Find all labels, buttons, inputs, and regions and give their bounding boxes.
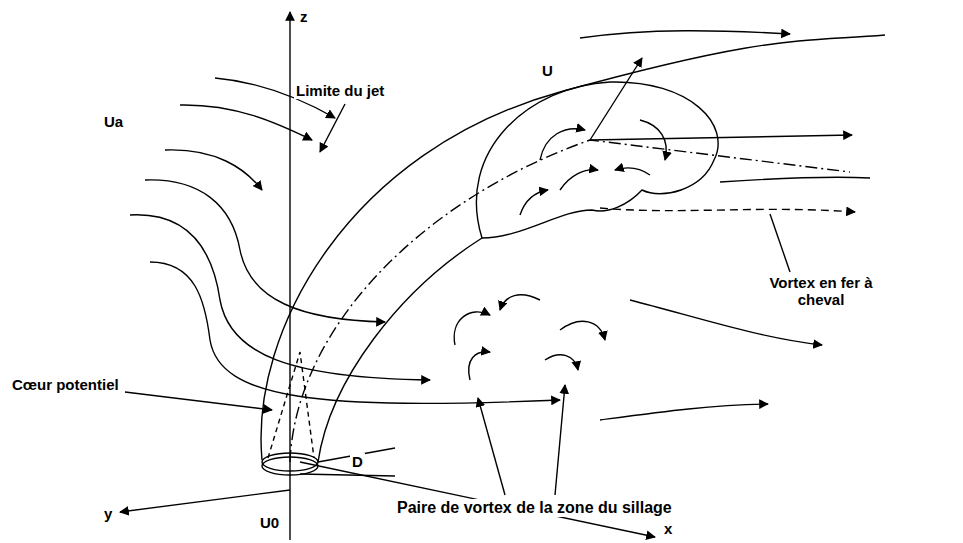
wake-vortex bbox=[454, 312, 490, 345]
streamline bbox=[165, 150, 262, 190]
streamline bbox=[180, 105, 312, 140]
swirl-arrow bbox=[640, 120, 666, 160]
streamline bbox=[145, 180, 385, 322]
leader-line bbox=[478, 398, 505, 495]
potential-core bbox=[268, 352, 314, 458]
wake-vortex bbox=[545, 355, 578, 370]
streamline bbox=[130, 215, 430, 380]
dimension-line bbox=[300, 474, 395, 476]
swirl-arrow bbox=[615, 168, 650, 175]
wake-vortex bbox=[500, 295, 540, 310]
leader-line bbox=[125, 392, 272, 410]
velocity-label: U bbox=[540, 62, 555, 79]
callout-label: Cœur potentiel bbox=[10, 376, 121, 393]
jet-boundary-lower bbox=[318, 238, 482, 462]
streamline bbox=[580, 31, 790, 38]
streamline bbox=[600, 404, 768, 420]
wake-vortex bbox=[560, 321, 605, 340]
swirl-arrow bbox=[520, 190, 548, 215]
axis-label: z bbox=[298, 8, 310, 25]
jet-cross-section bbox=[476, 82, 718, 238]
swirl-arrow bbox=[560, 170, 598, 190]
callout-label: Vortex en fer à cheval bbox=[744, 274, 898, 309]
velocity-arrow bbox=[590, 58, 642, 140]
callout-label: Limite du jet bbox=[294, 82, 386, 99]
axis-label: x bbox=[662, 520, 674, 537]
wake-vortex bbox=[469, 352, 490, 380]
velocity-label: Ua bbox=[102, 113, 125, 130]
leader-line bbox=[555, 385, 565, 495]
jet-boundary-upper bbox=[261, 35, 885, 460]
axis-label: y bbox=[102, 505, 114, 522]
axis-arrow bbox=[590, 135, 852, 140]
horseshoe-vortex-line bbox=[600, 208, 855, 212]
callout-label: Paire de vortex de la zone du sillage bbox=[395, 499, 674, 517]
velocity-label: U0 bbox=[258, 514, 281, 531]
streamline bbox=[150, 262, 560, 403]
horseshoe-leader bbox=[770, 214, 790, 272]
swirl-arrow bbox=[540, 129, 585, 160]
y-axis bbox=[120, 490, 290, 512]
leader-line bbox=[320, 104, 345, 152]
dimension-label: D bbox=[350, 453, 365, 470]
streamline bbox=[720, 177, 870, 182]
